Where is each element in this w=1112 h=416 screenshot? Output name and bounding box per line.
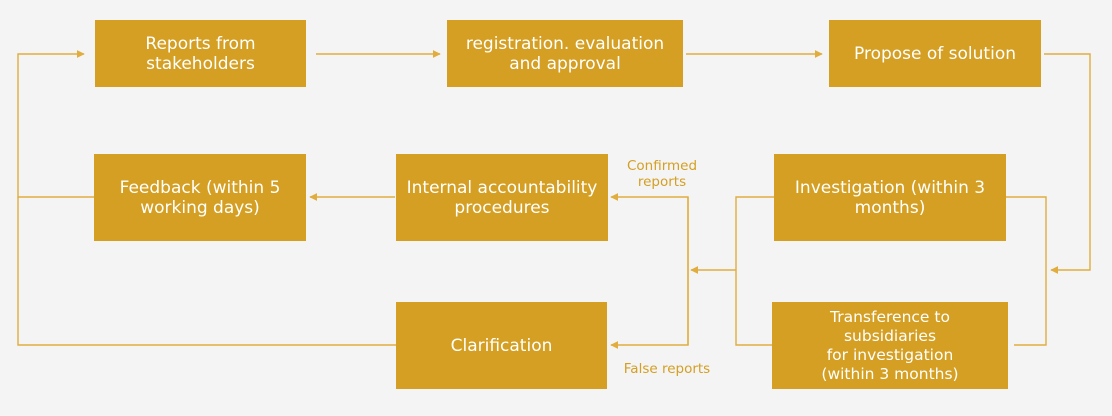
box-clarification: Clarification <box>396 302 607 389</box>
line-clarification-to-loop <box>17 197 396 346</box>
label-confirmed-reports: Confirmed reports <box>626 158 698 190</box>
box-transference-to-subsidiaries: Transference to subsidiaries for investi… <box>772 302 1008 389</box>
box-registration-evaluation-approval: registration. evaluation and approval <box>447 20 683 87</box>
arrow-loop-to-reports <box>17 50 94 198</box>
box-reports-from-stakeholders: Reports from stakeholders <box>95 20 306 87</box>
box-internal-accountability: Internal accountability procedures <box>396 154 608 241</box>
arrow-false-to-clarification <box>610 197 689 349</box>
line-branch-right <box>1006 196 1047 346</box>
label-false-reports: False reports <box>623 361 711 377</box>
arrow-propose-to-investigation <box>1044 53 1091 274</box>
line-investigation-branch <box>735 196 774 346</box>
box-investigation: Investigation (within 3 months) <box>774 154 1006 241</box>
box-feedback: Feedback (within 5 working days) <box>94 154 306 241</box>
arrow-confirmed-to-internal <box>610 193 689 345</box>
box-propose-of-solution: Propose of solution <box>829 20 1041 87</box>
